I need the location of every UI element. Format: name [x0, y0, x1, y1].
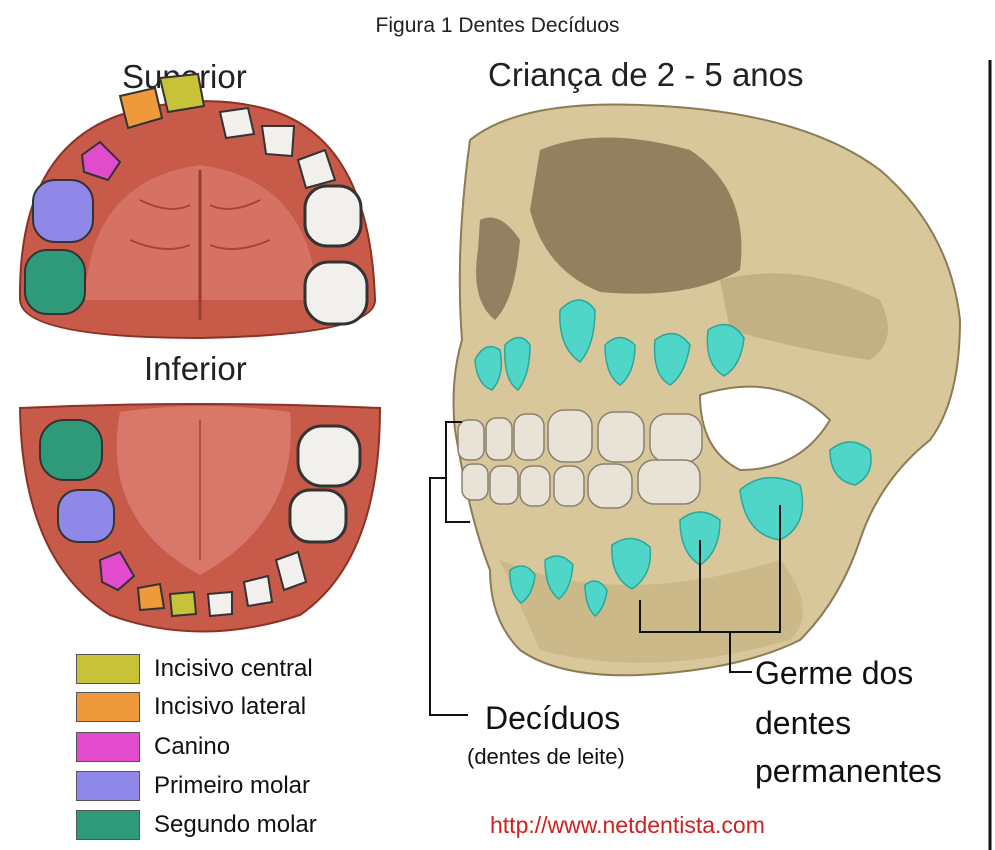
germ-label-line1: Germe dos	[755, 655, 913, 692]
lower-lateral-incisor-icon	[138, 584, 164, 610]
legend-swatch	[76, 654, 140, 684]
lower-central-incisor-icon	[170, 592, 196, 616]
legend-swatch	[76, 692, 140, 722]
legend-swatch	[76, 771, 140, 801]
source-link[interactable]: http://www.netdentista.com	[490, 812, 765, 839]
legend-item-segundo-molar: Segundo molar	[76, 808, 317, 842]
legend-label: Incisivo central	[154, 655, 313, 683]
legend-swatch	[76, 732, 140, 762]
legend-item-incisivo-lateral: Incisivo lateral	[76, 690, 306, 724]
legend-item-incisivo-central: Incisivo central	[76, 652, 313, 686]
upper-arch	[20, 74, 375, 338]
legend-label: Incisivo lateral	[154, 693, 306, 721]
upper-second-molar-icon	[25, 250, 85, 314]
upper-central-incisor-icon	[160, 74, 204, 112]
deciduous-label: Decíduos	[485, 700, 620, 737]
legend-item-primeiro-molar: Primeiro molar	[76, 769, 310, 803]
lower-arch	[20, 404, 380, 632]
deciduous-sublabel: (dentes de leite)	[467, 744, 625, 770]
lower-second-molar-icon	[40, 420, 102, 480]
legend-swatch	[76, 810, 140, 840]
germ-label-line3: permanentes	[755, 753, 942, 790]
lower-first-molar-icon	[58, 490, 114, 542]
skull	[430, 104, 960, 715]
germ-label-line2: dentes	[755, 705, 851, 742]
legend-label: Primeiro molar	[154, 772, 310, 800]
legend-label: Canino	[154, 733, 230, 761]
legend-label: Segundo molar	[154, 811, 317, 839]
upper-first-molar-icon	[33, 180, 93, 242]
legend-item-canino: Canino	[76, 730, 230, 764]
